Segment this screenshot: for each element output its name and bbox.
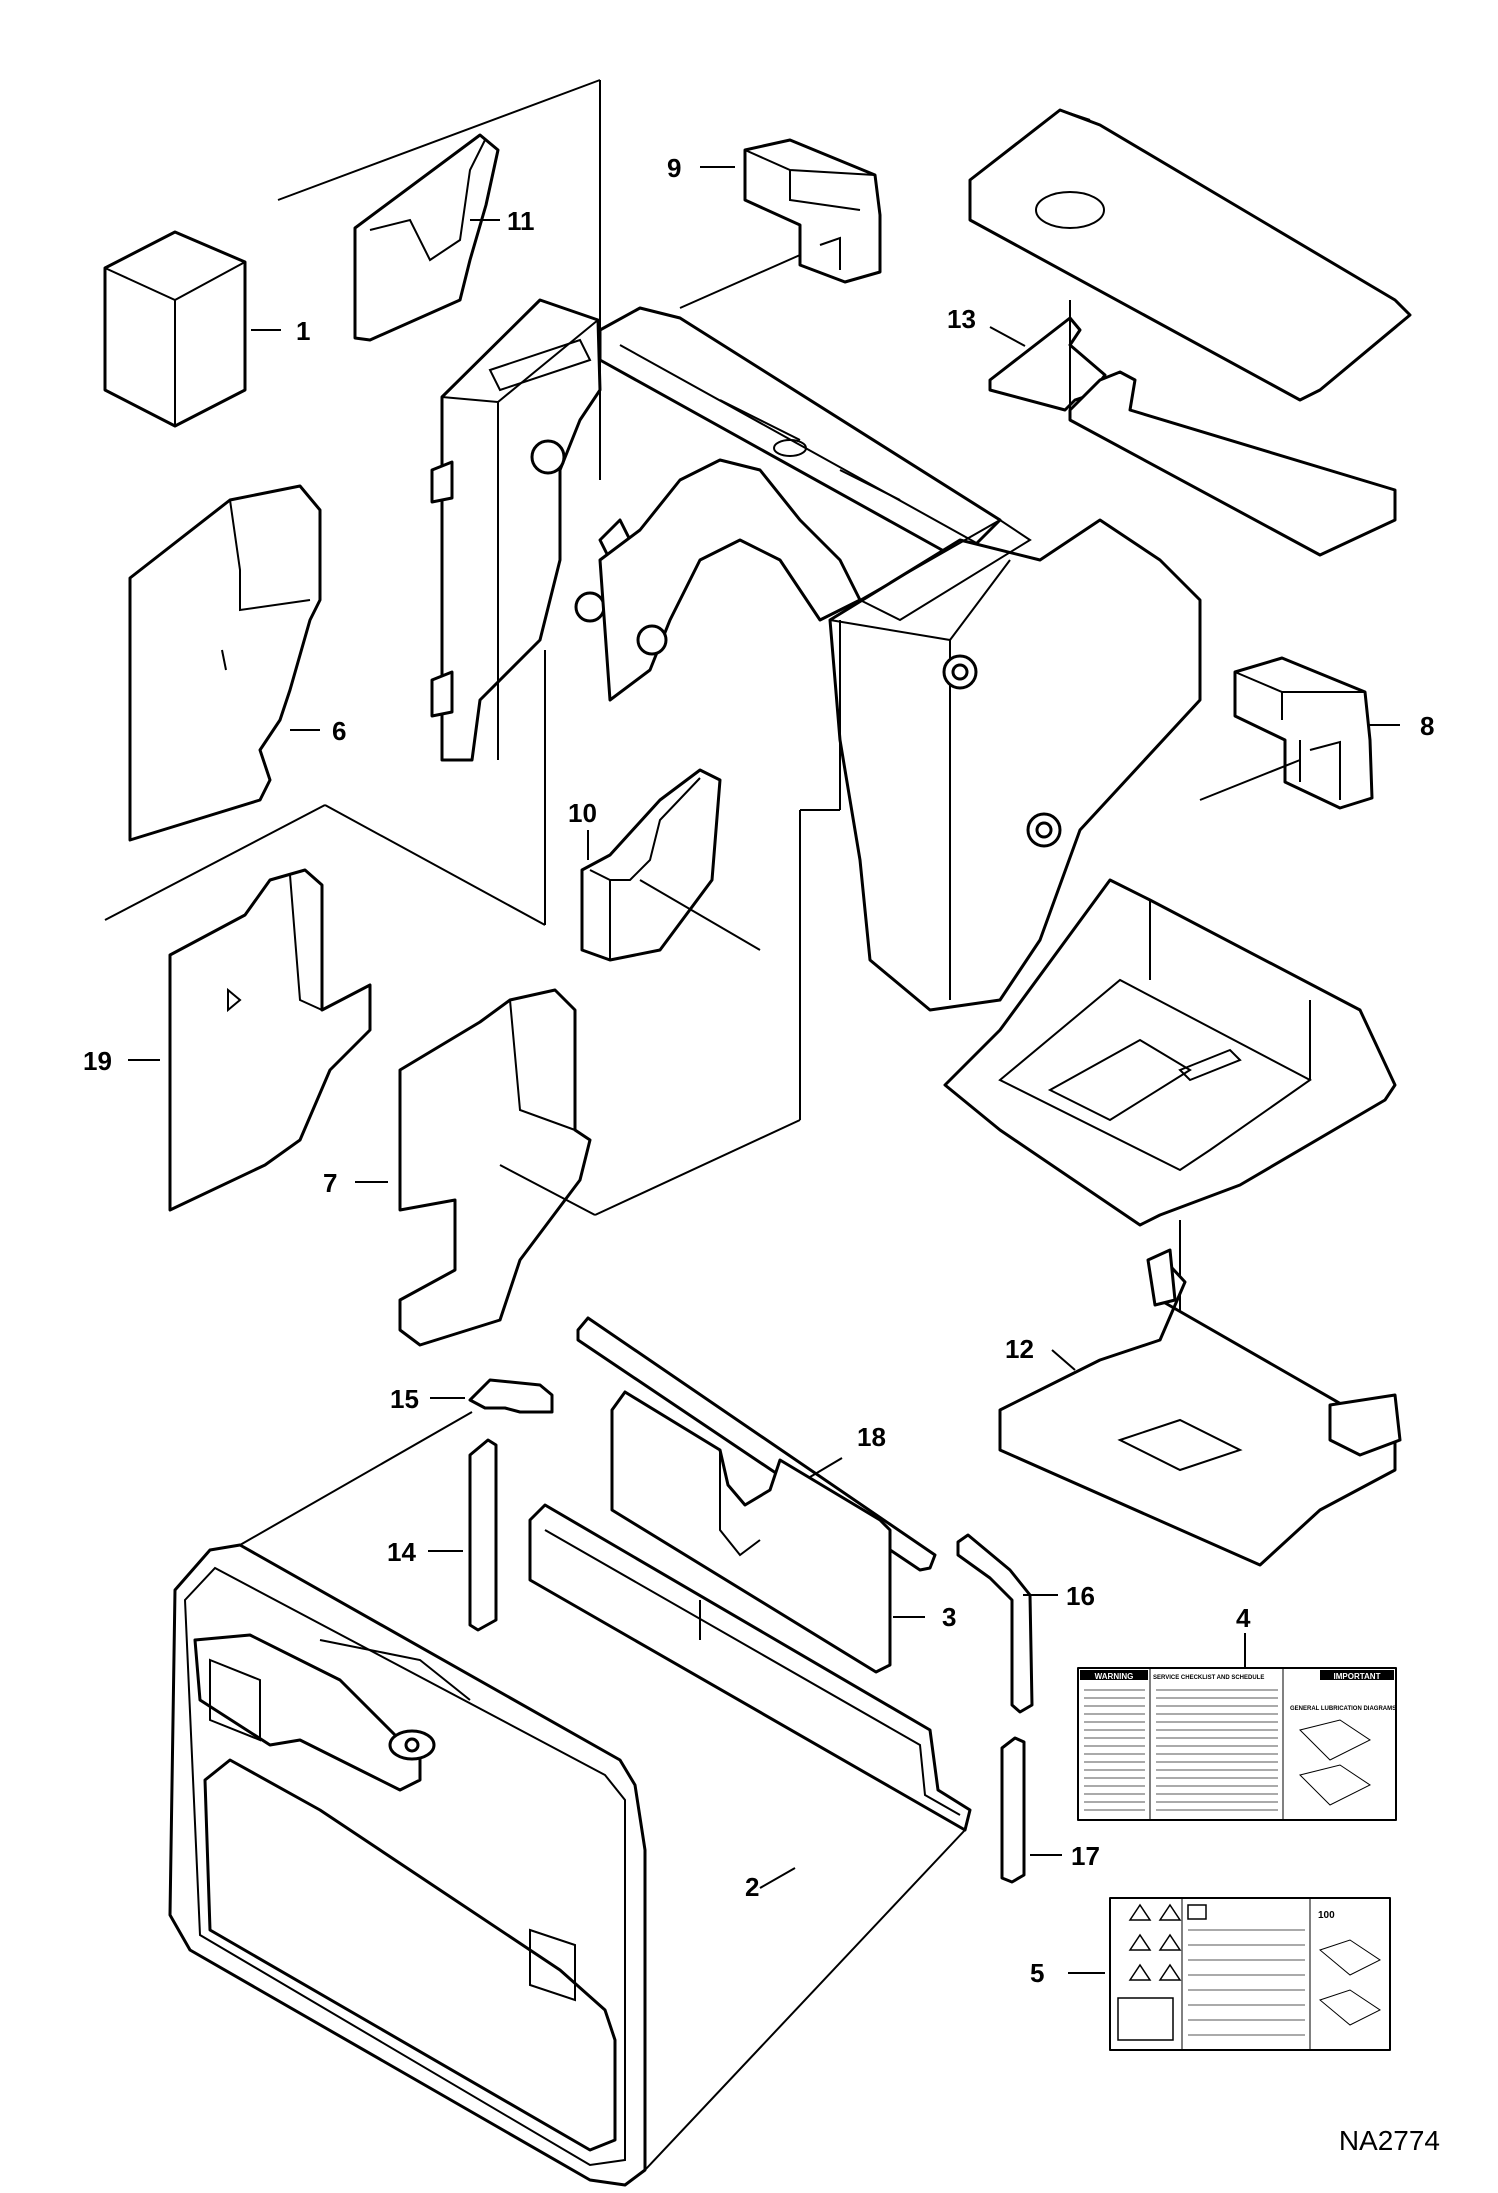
callout-10: 10 (568, 798, 597, 828)
part-10-panel (580, 768, 722, 962)
callout-1: 1 (296, 316, 310, 346)
part-14-strip (468, 1438, 498, 1632)
callout-leaders (128, 166, 1400, 1974)
part-11-panel (353, 133, 500, 342)
part-8-block (1233, 656, 1374, 810)
part-9-block (743, 138, 882, 284)
callout-2: 2 (745, 1872, 759, 1902)
leader-8-frame (1199, 759, 1301, 801)
callout-17: 17 (1071, 1841, 1100, 1871)
decal-4-schedule: SERVICE CHECKLIST AND SCHEDULE (1153, 1675, 1264, 1681)
leader-19-line-b (324, 804, 546, 926)
callout-11: 11 (507, 206, 535, 236)
main-frame (430, 298, 1202, 1012)
callout-8: 8 (1420, 711, 1434, 741)
decal-4-lube: GENERAL LUBRICATION DIAGRAMS (1290, 1706, 1396, 1712)
callout-15: 15 (390, 1384, 419, 1414)
callout-4: 4 (1236, 1603, 1251, 1633)
part-7-panel (398, 988, 592, 1347)
callout-14: 14 (387, 1537, 416, 1567)
decal-5-hundred: 100 (1318, 1910, 1335, 1921)
part-19-panel (168, 868, 372, 1212)
leader-15-line (239, 1411, 473, 1546)
leader-9-frame (679, 254, 801, 309)
callout-13: 13 (947, 304, 976, 334)
door-frame (168, 1543, 647, 2187)
decal-4-warning: WARNING (1095, 1672, 1134, 1681)
decal-4-important: IMPORTANT (1334, 1672, 1381, 1681)
drawing-code: NA2774 (1339, 2125, 1440, 2156)
decal-5: 100 (1109, 1897, 1391, 2051)
part-15-block (468, 1378, 554, 1414)
leader-7-line-b (594, 1119, 801, 1216)
callout-5: 5 (1030, 1958, 1044, 1988)
leader-10-frame (639, 879, 761, 951)
leader-19-line (104, 804, 326, 921)
leader-11-line (277, 79, 601, 201)
callout-12: 12 (1005, 1334, 1034, 1364)
callout-3: 3 (942, 1602, 956, 1632)
part-16-strip (956, 1533, 1034, 1714)
callout-numbers: 1 2 3 4 5 6 7 8 9 10 11 12 13 14 15 16 1… (83, 153, 1434, 1988)
callout-16: 16 (1066, 1581, 1095, 1611)
leader-7-line (499, 1164, 596, 1216)
part-17-strip (1000, 1736, 1026, 1884)
floor-tray (943, 878, 1397, 1227)
callout-9: 9 (667, 153, 681, 183)
part-6-panel (128, 484, 322, 842)
part-13-plate (968, 108, 1412, 557)
leader-door-2 (644, 1829, 966, 2171)
callout-7: 7 (323, 1168, 337, 1198)
part-1-box (103, 230, 247, 428)
part-2-panel (528, 1503, 972, 1832)
callout-6: 6 (332, 716, 346, 746)
part-3-panel (610, 1390, 892, 1674)
part-12-mat (998, 1248, 1402, 1567)
decal-4: WARNING SERVICE CHECKLIST AND SCHEDULE I… (1077, 1667, 1397, 1821)
callout-18: 18 (857, 1422, 886, 1452)
callout-19: 19 (83, 1046, 112, 1076)
